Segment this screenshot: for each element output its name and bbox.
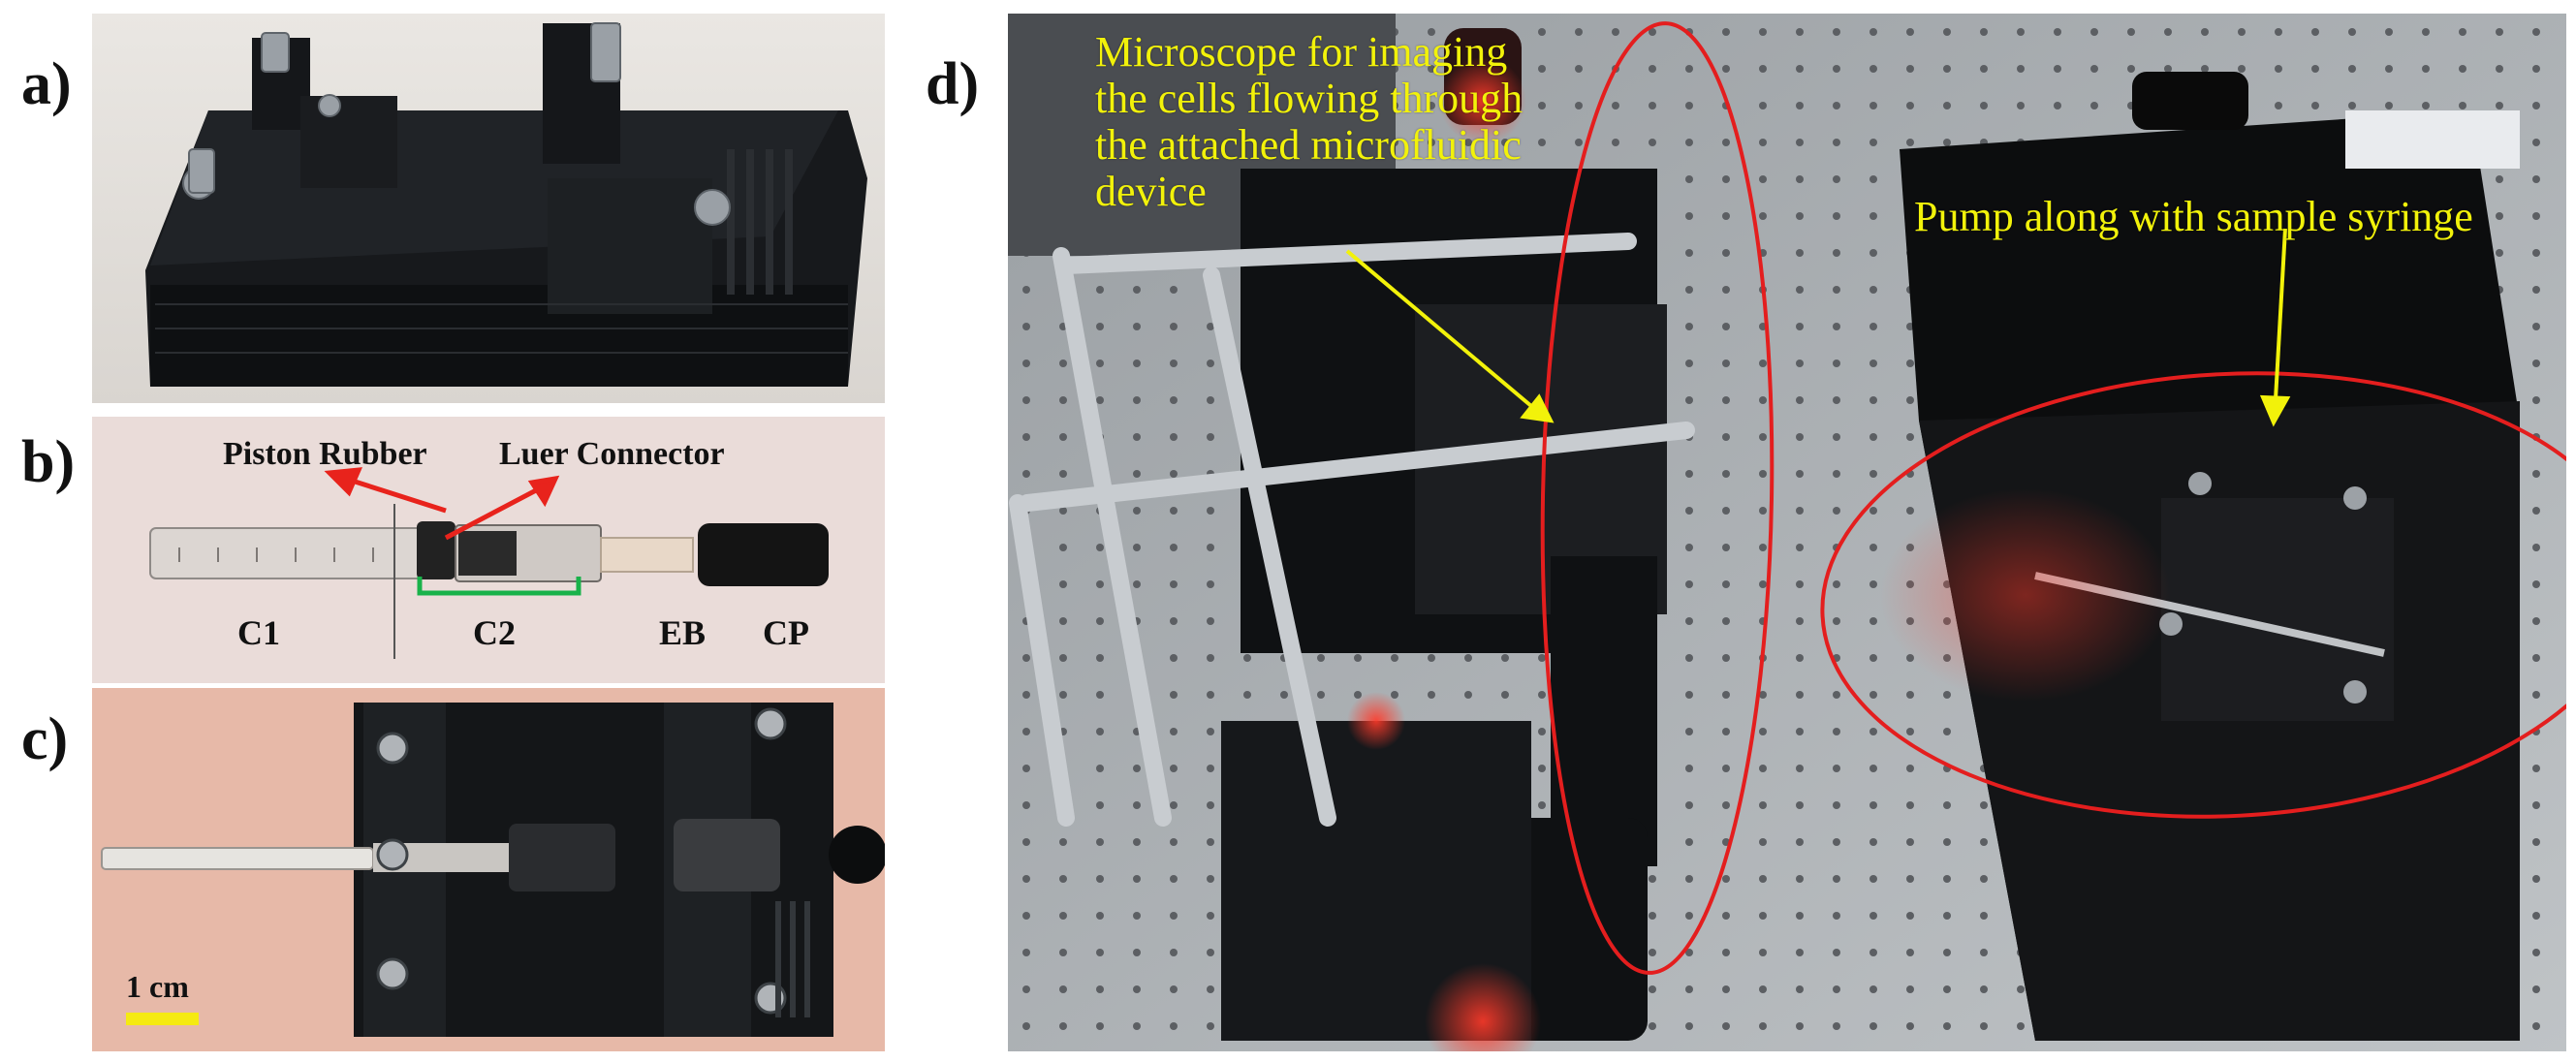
- microscope-label-line-1: Microscope for imaging: [1095, 28, 1508, 76]
- cp-label: CP: [763, 613, 809, 652]
- panel-c-letter: c): [21, 706, 69, 772]
- panel-d-annotations: [1345, 21, 2566, 975]
- c2-bracket: [417, 577, 581, 596]
- piston-rubber-label: Piston Rubber: [223, 436, 427, 472]
- c1-label: C1: [237, 613, 280, 652]
- eb-label: EB: [659, 613, 707, 652]
- panel-d-letter: d): [926, 51, 980, 117]
- panel-d-photo: [1008, 14, 2566, 1051]
- microscope-ellipse: [1540, 21, 1775, 975]
- microscope-label-line-2: the cells flowing through: [1095, 75, 1524, 122]
- microscope-label-line-4: device: [1095, 168, 1207, 215]
- scale-bar: [126, 1013, 199, 1025]
- luer-connector-label: Luer Connector: [499, 436, 725, 472]
- pump-ellipse: [1820, 371, 2566, 819]
- panel-a-photo: [92, 14, 885, 403]
- panel-b-annotations: [324, 467, 581, 596]
- c2-label: C2: [473, 613, 516, 652]
- panel-c-photo: [92, 688, 885, 1051]
- panel-a-letter: a): [21, 51, 72, 117]
- microscope-label-line-3: the attached microfluidic: [1095, 121, 1522, 169]
- panel-b-photo: [92, 417, 885, 683]
- panel-b-letter: b): [21, 429, 76, 495]
- pump-label: Pump along with sample syringe: [1914, 193, 2473, 240]
- microscope-label: Microscope for imaging the cells flowing…: [1095, 29, 1523, 215]
- scale-bar-label: 1 cm: [126, 969, 189, 1004]
